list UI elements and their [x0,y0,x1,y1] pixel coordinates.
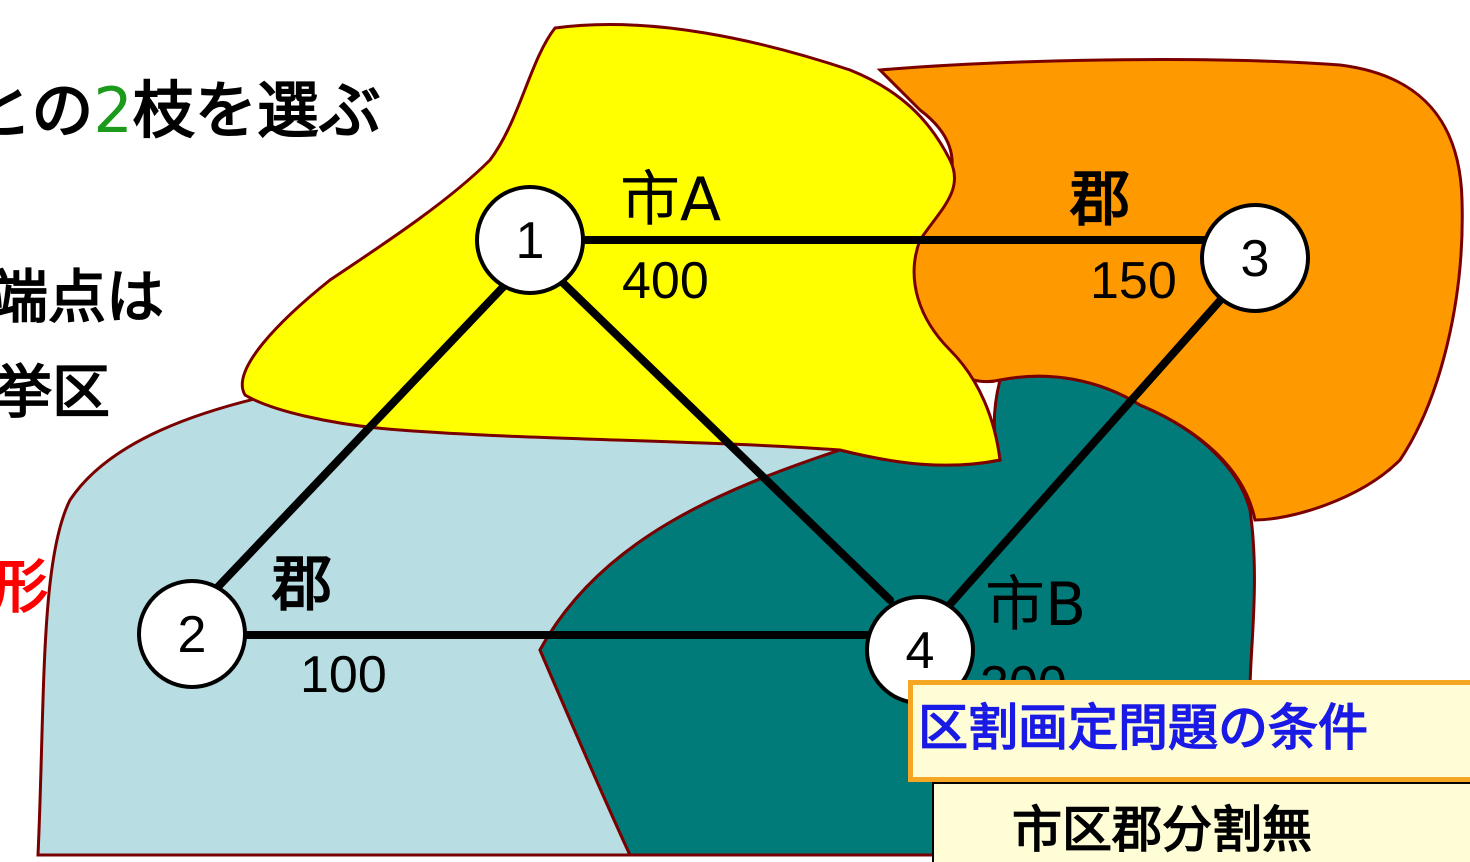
region-label-city-b: 市B [985,570,1086,640]
region-label-city-a: 市A [620,165,721,235]
tip-line1-number: 2 [93,74,133,147]
condition-title: 区割画定問題の条件 [918,699,1368,757]
region-city-a [240,23,1002,467]
node-2 [137,579,247,689]
region-label-gun-3: 郡 [1069,165,1130,235]
edge-1-4 [556,276,894,604]
tip-heading-line1: との2枝を選ぶ [0,60,381,150]
population-gun-2: 100 [300,646,387,704]
edge-3-4 [941,291,1229,614]
region-label-gun-2: 郡 [271,550,332,620]
node-label-1: 1 [516,212,545,270]
tip-line1-pre: との [0,74,94,147]
node-label-2: 2 [178,606,207,664]
condition-item-box [932,782,1470,862]
tip-line2: 端点は [0,263,165,331]
population-city-a: 400 [622,252,709,310]
population-gun-3: 150 [1090,252,1177,310]
condition-title-box [908,680,1470,782]
node-3 [1200,203,1310,313]
tip-line1-post: 枝を選ぶ [132,74,381,147]
tip-line3: 挙区 [0,358,111,426]
node-1 [475,185,585,295]
node-label-3: 3 [1241,230,1270,288]
node-label-4: 4 [906,622,935,680]
tip-line4: 形 [0,553,49,621]
condition-item: 市区郡分割無 [1012,801,1312,859]
edge-1-2 [211,281,509,594]
